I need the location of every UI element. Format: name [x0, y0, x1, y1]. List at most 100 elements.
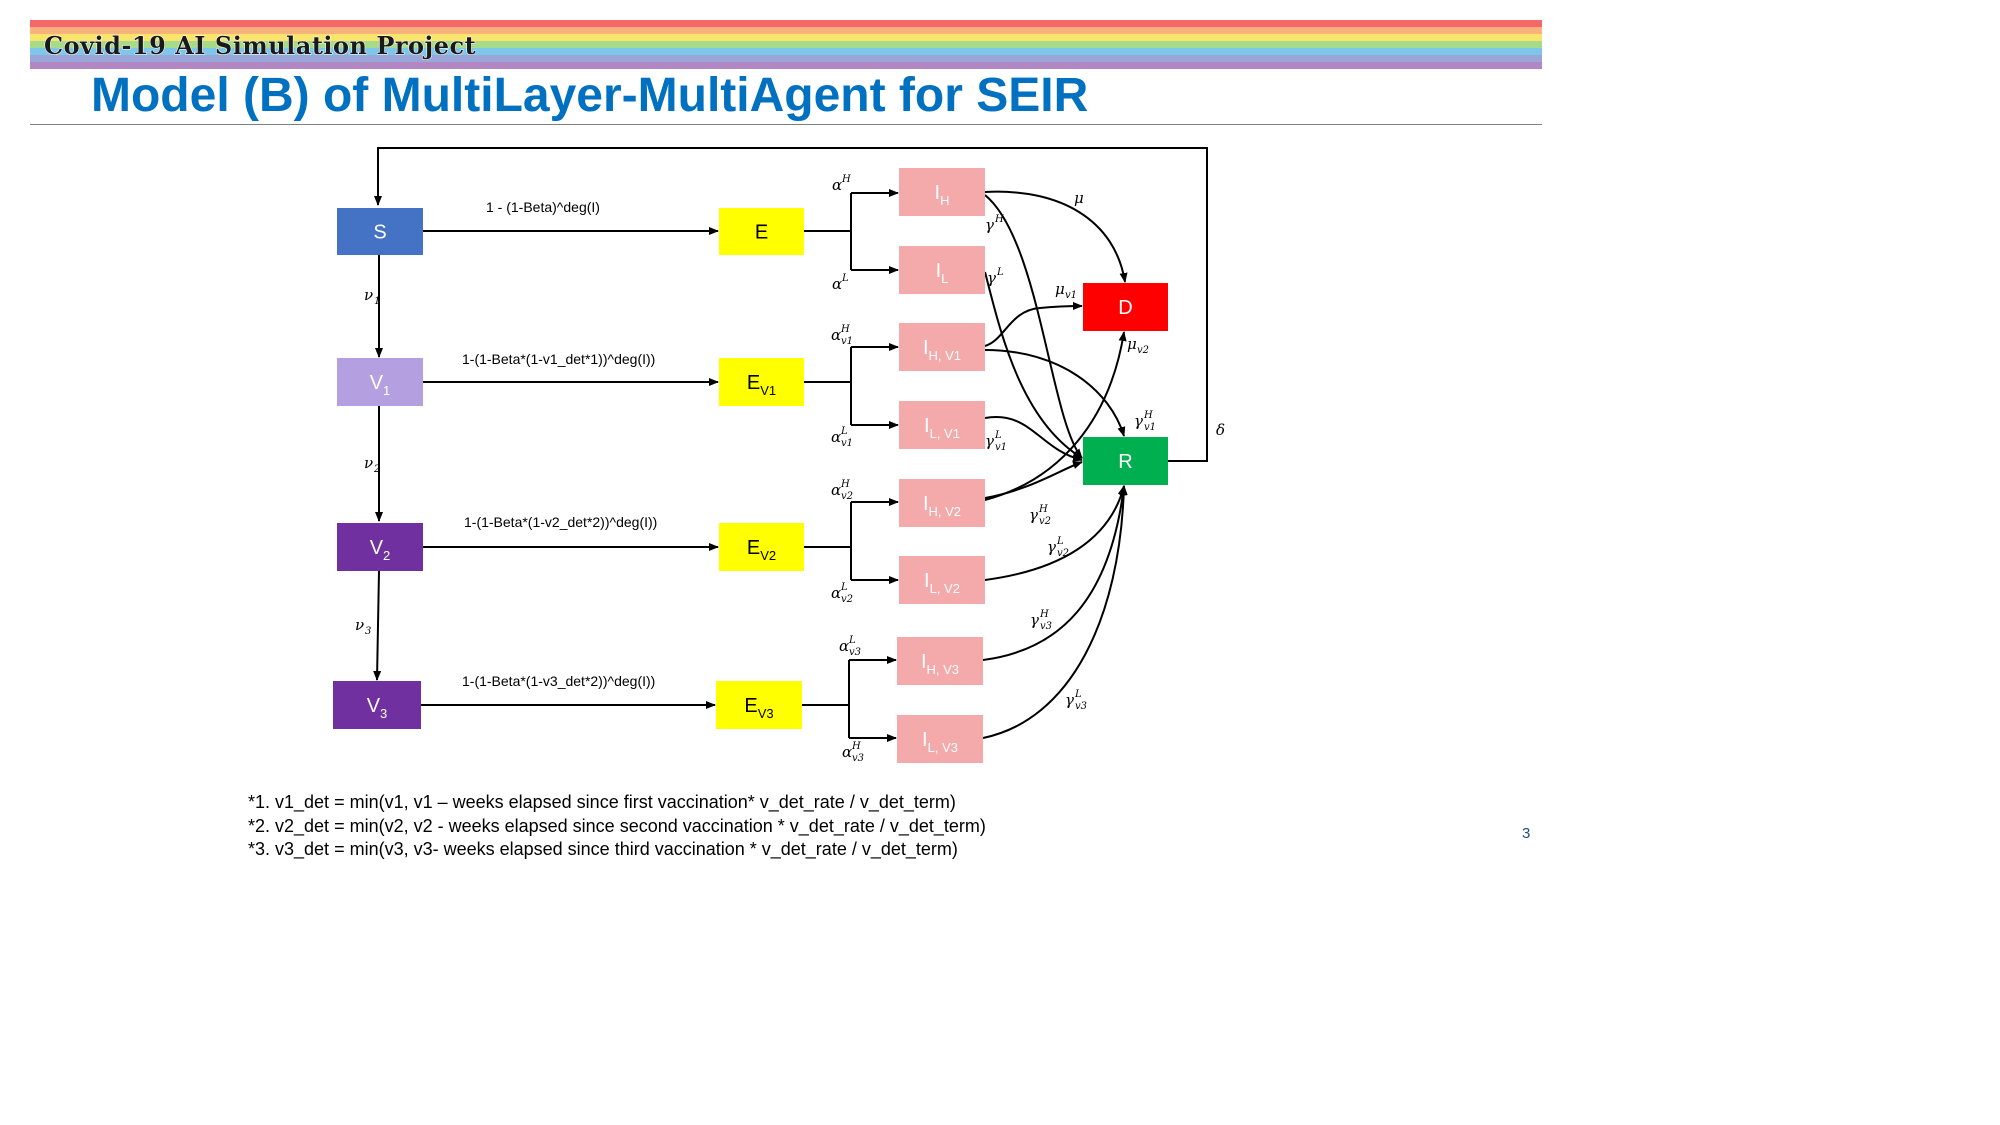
edge-ih-d	[984, 190, 1128, 283]
node-box	[899, 168, 985, 216]
node-box	[1083, 283, 1168, 331]
param-superscript: L	[996, 267, 1004, 278]
node-label: D	[1118, 297, 1132, 319]
node-label-main: E	[747, 537, 760, 559]
edge-ilv1-r	[984, 415, 1083, 462]
param-superscript: L	[994, 430, 1002, 441]
node-label-sub: 2	[383, 548, 390, 563]
node-ilv2: IL, V2	[899, 556, 985, 604]
node-label-main: I	[922, 729, 928, 751]
param-subscript: v2	[1057, 548, 1069, 559]
param-superscript: L	[840, 426, 848, 437]
title-divider	[30, 124, 1542, 125]
node-label: EV1	[747, 372, 776, 398]
node-label-sub: V3	[758, 706, 774, 721]
node-label-main: I	[923, 493, 929, 515]
node-d: D	[1083, 283, 1168, 331]
param-subscript: v1	[995, 442, 1007, 453]
node-il: IL	[899, 246, 985, 294]
param-superscript: L	[848, 635, 856, 646]
node-label: S	[373, 222, 386, 244]
param-symbol: γ	[1030, 611, 1039, 629]
node-ev3: EV3	[716, 681, 802, 729]
param-symbol: α	[831, 326, 841, 344]
param-symbol: ν	[364, 286, 373, 304]
banner-stripe-4	[30, 41, 1542, 48]
node-label: IL	[936, 260, 949, 286]
param-subscript: v2	[841, 491, 853, 502]
param-nu1: ν1	[364, 286, 380, 307]
param-subscript: v1	[1065, 290, 1077, 301]
node-label-sub: V2	[760, 548, 776, 563]
branch-ev2	[804, 502, 852, 548]
param-subscript: v1	[841, 438, 853, 449]
param-subscript: 1	[374, 296, 380, 307]
footnote-1: *1. v1_det = min(v1, v1 – weeks elapsed …	[248, 792, 956, 812]
param-delta: δ	[1216, 421, 1225, 439]
node-label: IL, V3	[922, 729, 958, 755]
node-s: S	[337, 208, 423, 255]
edge-ih-r	[984, 194, 1083, 459]
param-superscript: L	[841, 273, 849, 284]
param-muv1: μv1	[1055, 280, 1077, 301]
node-label: IH, V1	[923, 337, 961, 363]
node-label: IL, V1	[924, 415, 960, 441]
node-label-sub: L, V3	[928, 740, 958, 755]
node-box	[337, 523, 423, 571]
node-ihv2: IH, V2	[899, 479, 985, 527]
param-symbol: α	[832, 176, 842, 194]
node-box	[719, 523, 804, 571]
param-symbol: γ	[1134, 412, 1143, 430]
param-superscript: H	[841, 174, 851, 185]
param-subscript: v2	[841, 594, 853, 605]
branch-ev1	[804, 347, 852, 383]
node-ev2: EV2	[719, 523, 804, 571]
param-symbol: α	[831, 584, 841, 602]
node-label-main: E	[755, 222, 768, 244]
param-symbol: γ	[1065, 691, 1074, 709]
param-subscript: v3	[1040, 621, 1052, 632]
node-label-main: I	[935, 182, 941, 204]
edge-ihv2-r	[984, 461, 1083, 499]
node-label-main: I	[924, 570, 930, 592]
param-symbol: μ	[1074, 189, 1084, 207]
node-label-main: S	[373, 222, 386, 244]
param-superscript: H	[840, 479, 850, 490]
param-subscript: v1	[1144, 422, 1156, 433]
node-label-main: V	[370, 537, 384, 559]
page-title: Model (B) of MultiLayer-MultiAgent for S…	[91, 69, 1089, 122]
node-box	[899, 323, 985, 371]
node-label-main: E	[744, 695, 757, 717]
node-label-main: I	[923, 337, 929, 359]
node-label-sub: L, V2	[930, 581, 960, 596]
param-symbol: γ	[985, 216, 994, 234]
edge-ihv1-r	[984, 349, 1126, 437]
node-ihv3: IH, V3	[897, 637, 983, 685]
node-label-sub: V1	[760, 383, 776, 398]
rate-label-v3-ev3: 1-(1-Beta*(1-v3_det*2))^deg(I))	[462, 673, 655, 689]
param-superscript: L	[840, 582, 848, 593]
footnote-3: *3. v3_det = min(v3, v3- weeks elapsed s…	[248, 839, 958, 859]
param-subscript: 3	[365, 626, 371, 637]
param-symbol: δ	[1216, 421, 1225, 439]
node-v2: V2	[337, 523, 423, 571]
param-alphaL: αL	[832, 273, 849, 293]
node-label-sub: L	[941, 271, 948, 286]
node-label-main: I	[924, 415, 930, 437]
node-label: IL, V2	[924, 570, 960, 596]
banner-stripe-2	[30, 27, 1542, 34]
node-ih: IH	[899, 168, 985, 216]
param-subscript: v3	[1075, 701, 1087, 712]
param-symbol: γ	[985, 432, 994, 450]
slide: Covid-19 AI Simulation Project Model (B)…	[30, 20, 1542, 859]
node-label: IH, V3	[921, 651, 959, 677]
banner-stripe-5	[30, 48, 1542, 55]
node-label-main: E	[747, 372, 760, 394]
node-box	[899, 246, 985, 294]
edge-r-s-feedback	[374, 147, 1208, 462]
